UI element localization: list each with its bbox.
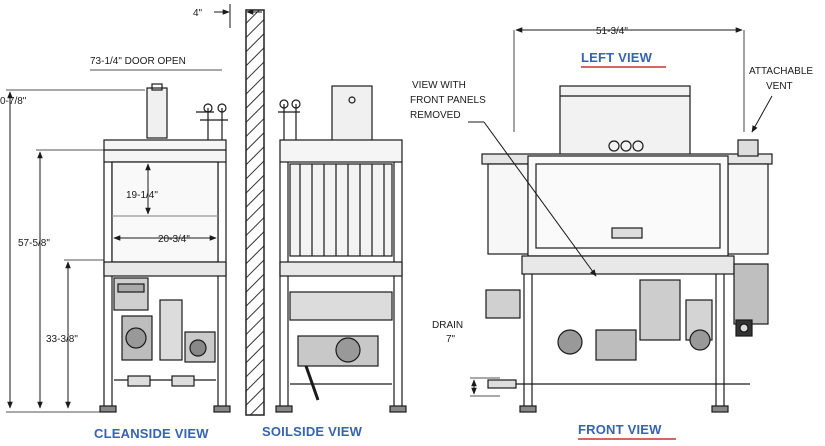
vent-callout-line-1: ATTACHABLE	[749, 66, 813, 77]
left-view-label: LEFT VIEW	[581, 50, 653, 65]
wall-gap-label: 4"	[193, 8, 203, 19]
vent-callout-line-2: VENT	[766, 81, 793, 92]
wall	[245, 9, 265, 416]
clear-height-label: 19-1/4"	[126, 190, 158, 201]
width-51-label: 51-3/4"	[596, 26, 628, 37]
soilside-machine	[275, 85, 407, 413]
clear-width-label: 20-3/4"	[158, 234, 190, 245]
cleanside-machine	[99, 83, 231, 413]
height-57-label: 57-5/8"	[18, 238, 50, 249]
front-view-dimensions	[468, 27, 773, 397]
cleanside-view-label: CLEANSIDE VIEW	[94, 426, 209, 441]
door-open-label: 73-1/4" DOOR OPEN	[90, 56, 186, 67]
wall-gap-dimension	[214, 4, 262, 28]
height-33-label: 33-3/8"	[46, 334, 78, 345]
overall-height-label: 0-7/8"	[0, 96, 27, 107]
drain-label: DRAIN	[432, 320, 463, 331]
drain-value: 7"	[446, 334, 456, 345]
front-panels-callout-line-1: VIEW WITH	[412, 80, 466, 91]
soilside-view-label: SOILSIDE VIEW	[262, 424, 363, 439]
front-panels-callout-line-3: REMOVED	[410, 110, 461, 121]
front-panels-callout-line-2: FRONT PANELS	[410, 95, 486, 106]
height-dimensions	[6, 69, 222, 413]
front-view-label: FRONT VIEW	[578, 422, 662, 437]
front-view-machine	[481, 85, 773, 413]
